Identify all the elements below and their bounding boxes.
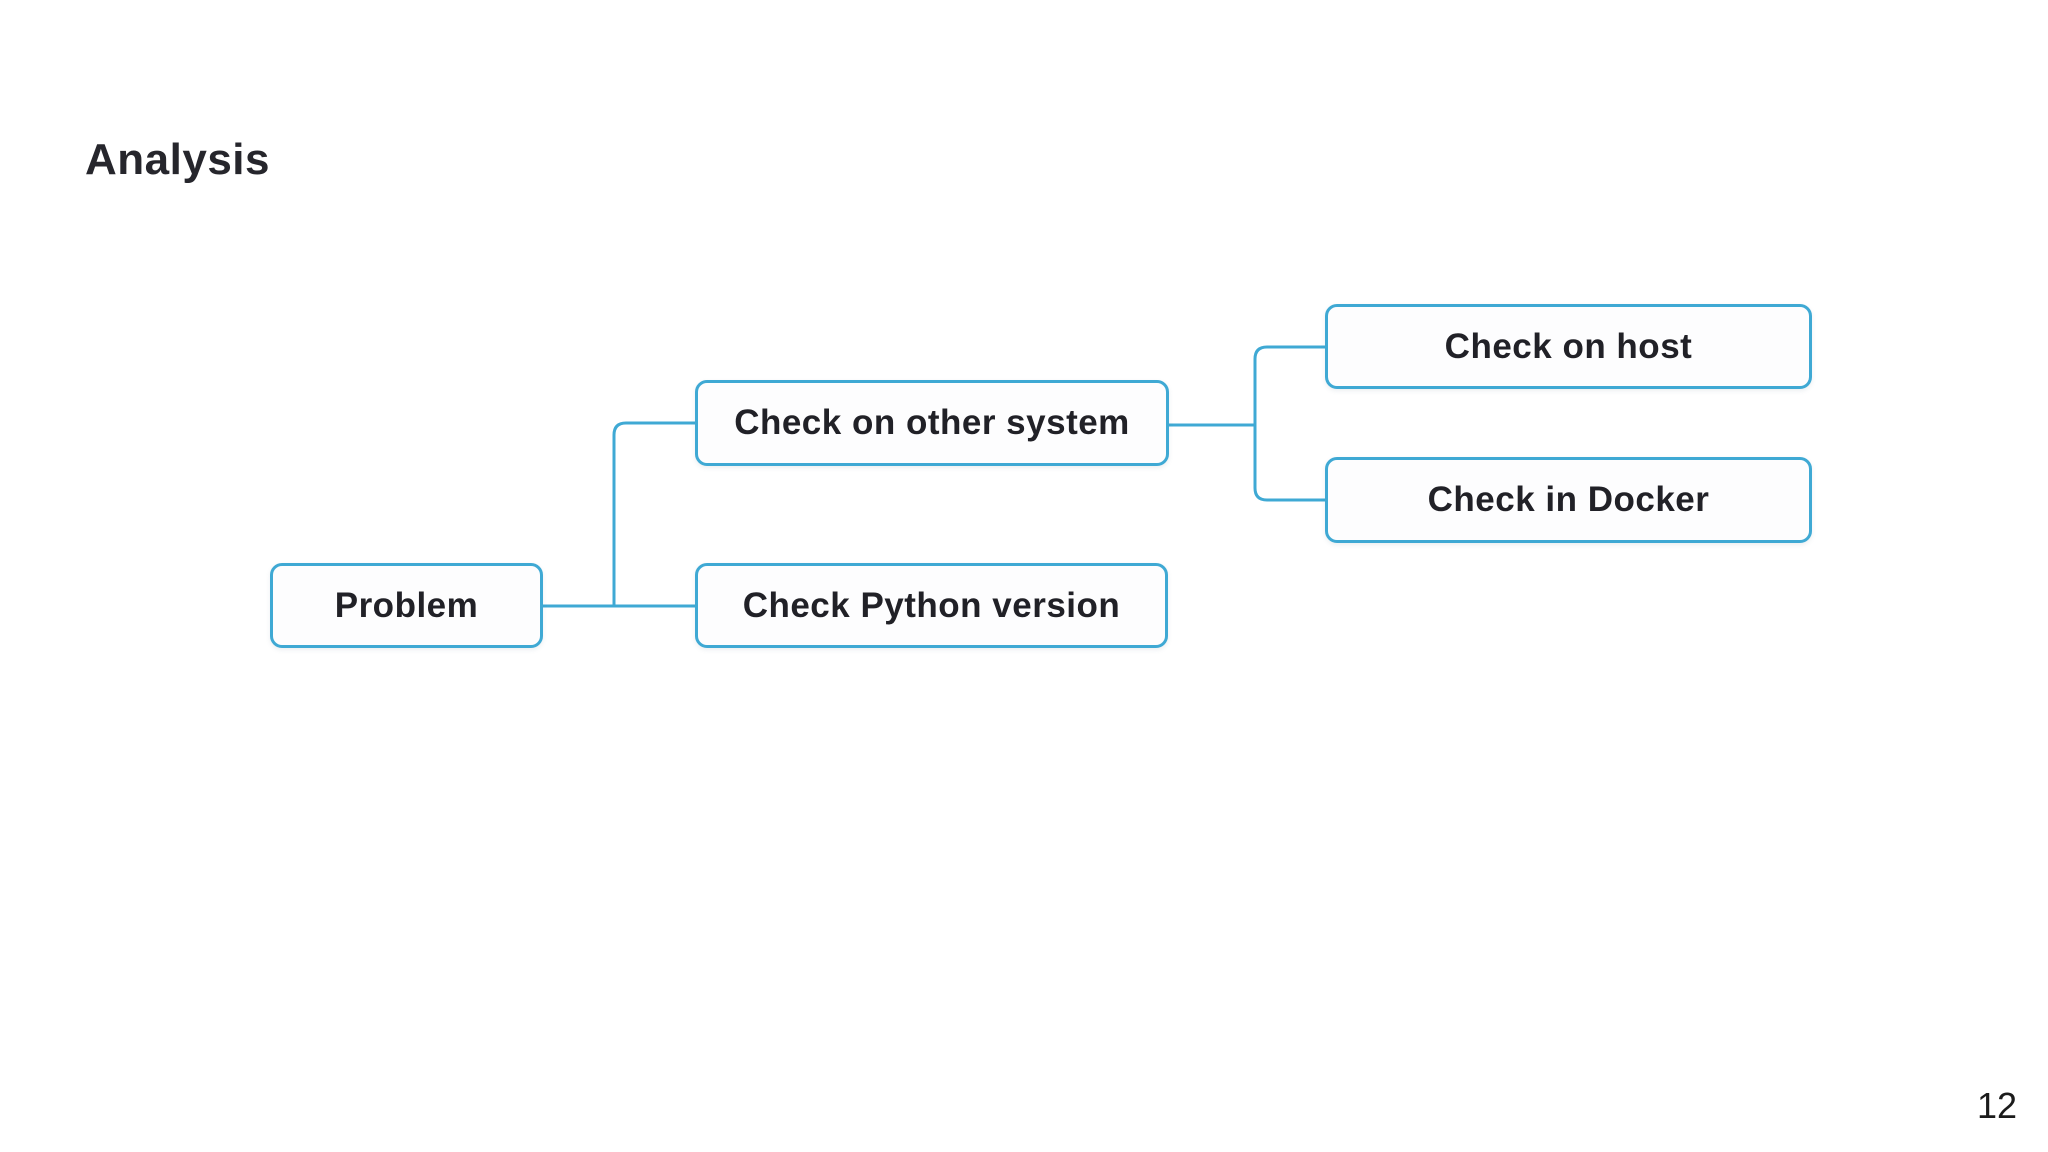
node-check-on-other-system-label: Check on other system — [734, 403, 1130, 442]
slide-title: Analysis — [85, 135, 270, 184]
node-problem-label: Problem — [334, 585, 479, 625]
node-check-in-docker: Check in Docker — [1325, 457, 1812, 543]
node-check-in-docker-label: Check in Docker — [1427, 480, 1710, 519]
node-check-python-version-label: Check Python version — [742, 585, 1121, 625]
node-check-on-host: Check on host — [1325, 304, 1812, 389]
node-check-python-version: Check Python version — [695, 563, 1168, 648]
edge-problem-other-system — [612, 421, 695, 606]
node-check-on-other-system: Check on other system — [695, 380, 1169, 466]
edge-other-system-host — [1253, 345, 1325, 425]
node-problem: Problem — [270, 563, 543, 648]
page-number: 12 — [1976, 1085, 2017, 1126]
node-check-on-host-label: Check on host — [1444, 326, 1693, 366]
edge-other-system-docker — [1253, 425, 1325, 502]
